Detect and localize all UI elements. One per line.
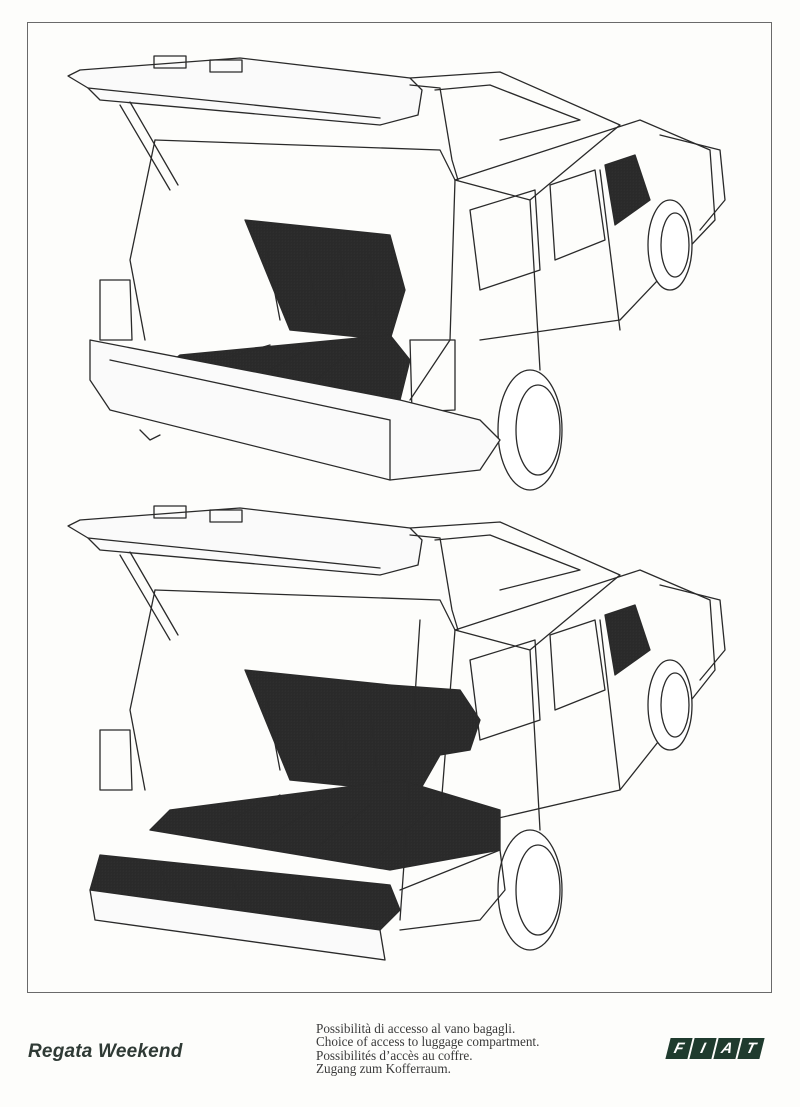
car-illustration-top <box>60 40 740 500</box>
caption-line-italian: Possibilità di accesso al vano bagagli. <box>316 1021 516 1036</box>
illustration-frame <box>27 22 772 993</box>
logo-letter: T <box>737 1038 765 1059</box>
caption-line-german: Zugang zum Kofferraum. <box>316 1061 451 1077</box>
caption-line-french: Possibilités d’accès au coffre. <box>316 1047 473 1063</box>
logo-letter: I <box>689 1038 717 1059</box>
logo-letter: A <box>713 1038 741 1059</box>
logo-letter: F <box>665 1038 693 1059</box>
model-name: Regata Weekend <box>28 1041 183 1062</box>
fiat-logo: F I A T <box>665 1038 765 1059</box>
car-illustration-bottom <box>60 490 740 980</box>
caption: Possibilità di accesso al vano bagagli. … <box>316 1022 539 1076</box>
caption-line-english: Choice of access to luggage compartment. <box>316 1034 540 1050</box>
